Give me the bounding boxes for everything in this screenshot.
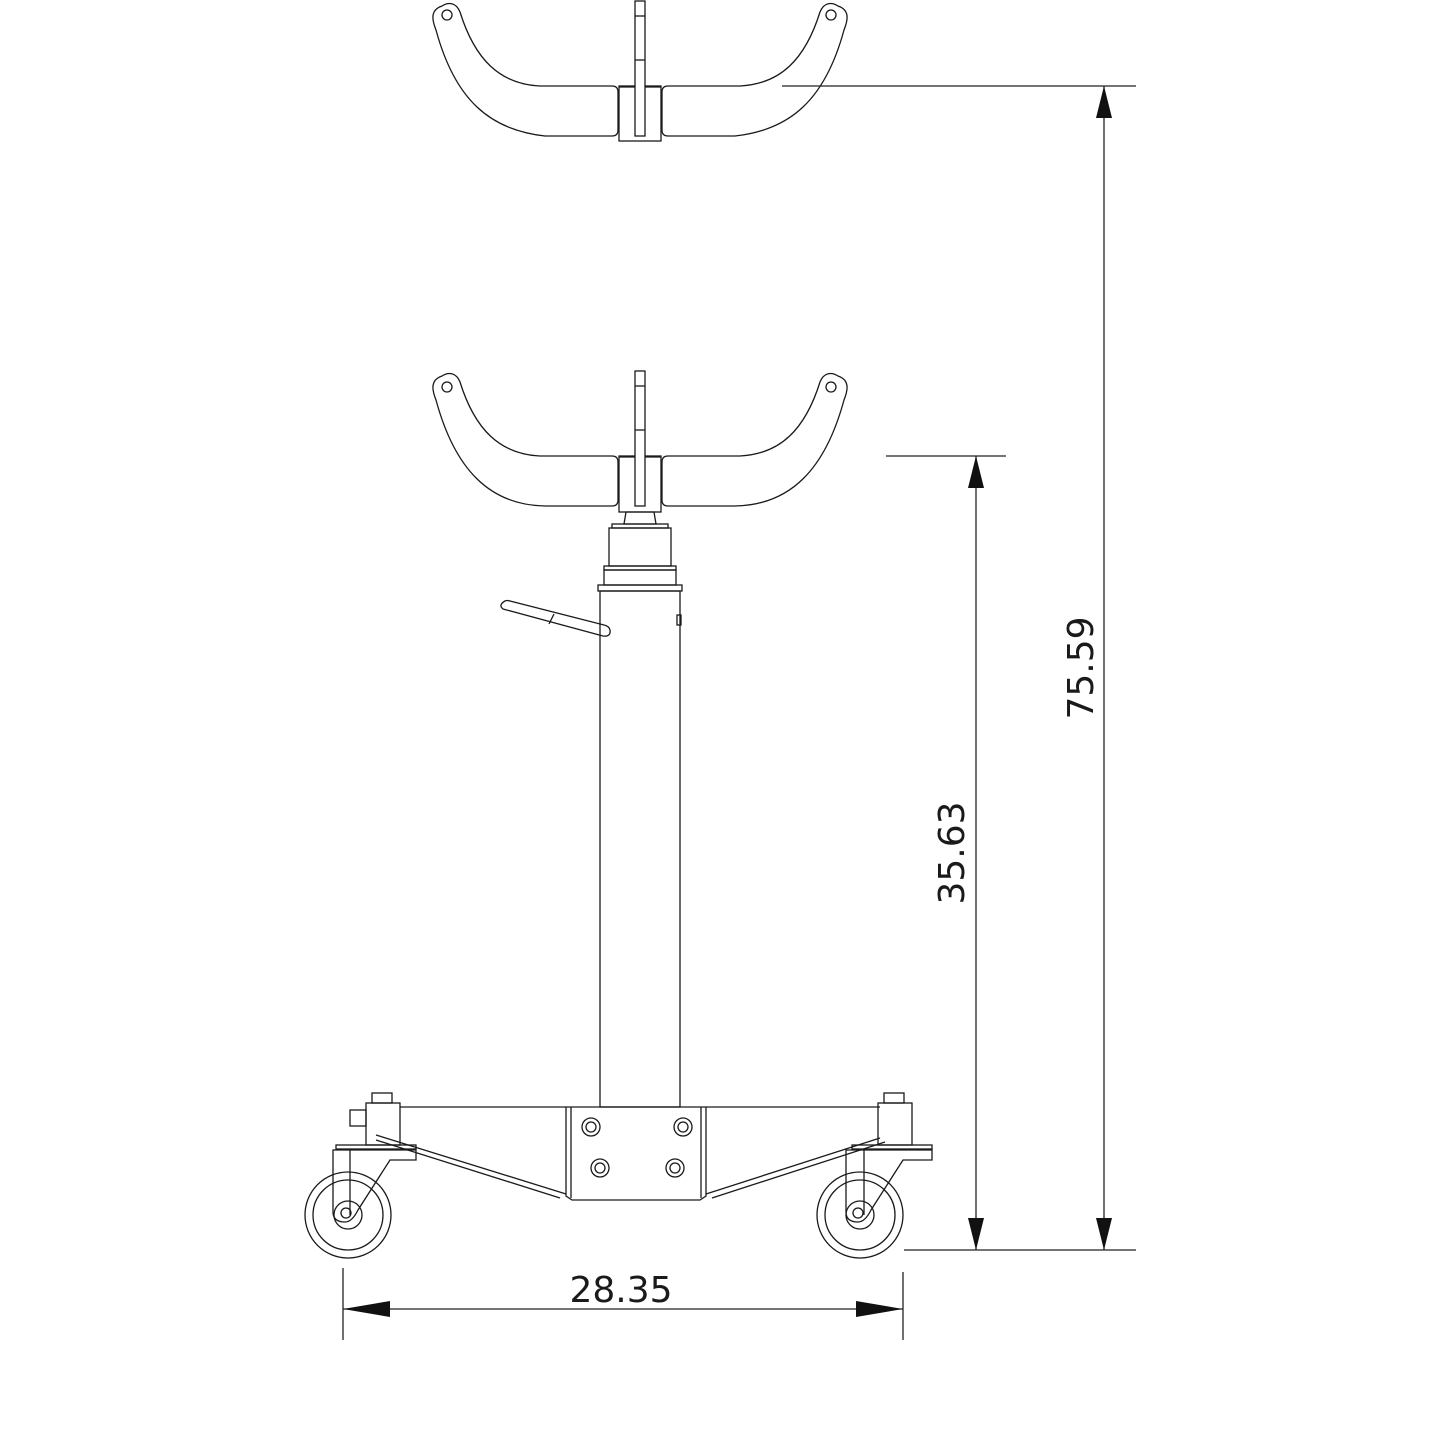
release-handle [500, 599, 611, 637]
lowered-saddle [432, 370, 848, 513]
raised-saddle [432, 0, 848, 142]
dimension-min-height [886, 455, 1006, 1250]
lowered-jack [304, 370, 933, 1259]
ram-assembly [597, 511, 683, 592]
base-frame [349, 1092, 913, 1201]
dimension-base-width [342, 1268, 904, 1340]
base-width-label: 28.35 [569, 1270, 672, 1311]
dimension-max-height [782, 85, 1136, 1251]
min-height-label: 35.63 [932, 801, 973, 904]
left-caster [304, 1144, 417, 1259]
right-caster [816, 1144, 933, 1259]
main-column [599, 590, 681, 1108]
max-height-label: 75.59 [1061, 616, 1102, 719]
